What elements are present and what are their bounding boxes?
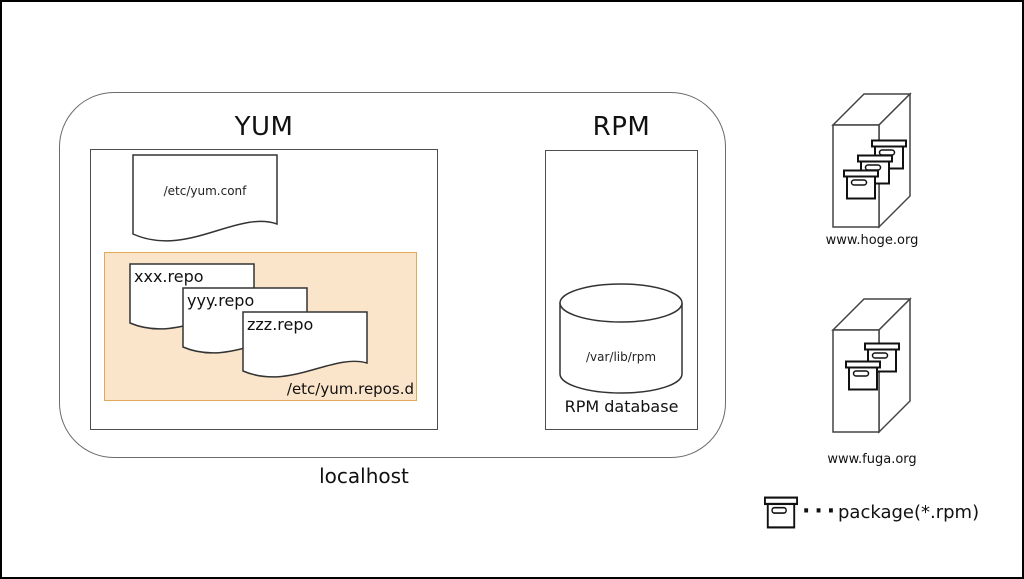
package-icon	[764, 496, 798, 529]
repo-file-label: yyy.repo	[187, 291, 255, 310]
yum-title: YUM	[234, 112, 294, 142]
rpm-database-cylinder	[558, 283, 684, 395]
legend-package-icon	[764, 496, 798, 529]
yum-conf-document: /etc/yum.conf	[132, 154, 278, 251]
yum-conf-label: /etc/yum.conf	[163, 184, 247, 198]
legend-label: package(*.rpm)	[838, 502, 980, 523]
repos-dir-label: /etc/yum.repos.d	[286, 380, 414, 398]
package-icon	[845, 360, 881, 391]
repo-document-zzz: zzz.repo	[242, 311, 368, 387]
remote-repo-hoge-label: www.hoge.org	[825, 233, 919, 248]
repository-box-3d	[831, 297, 912, 434]
remote-repo-hoge	[830, 90, 914, 232]
package-icon	[843, 169, 879, 200]
cylinder-shape	[559, 283, 683, 394]
rpm-db-path-label: /var/lib/rpm	[585, 350, 657, 364]
document-shape	[242, 311, 368, 378]
rpm-title: RPM	[592, 112, 651, 142]
document-shape	[132, 154, 278, 242]
legend-dots: ···	[802, 499, 840, 524]
localhost-container	[59, 92, 726, 458]
localhost-label: localhost	[319, 464, 409, 488]
repo-file-label: zzz.repo	[247, 315, 314, 334]
repository-box-3d	[831, 92, 912, 229]
repo-file-label: xxx.repo	[134, 267, 204, 286]
rpm-db-label: RPM database	[564, 397, 679, 416]
remote-repo-fuga	[830, 297, 914, 439]
remote-repo-fuga-label: www.fuga.org	[827, 452, 917, 467]
